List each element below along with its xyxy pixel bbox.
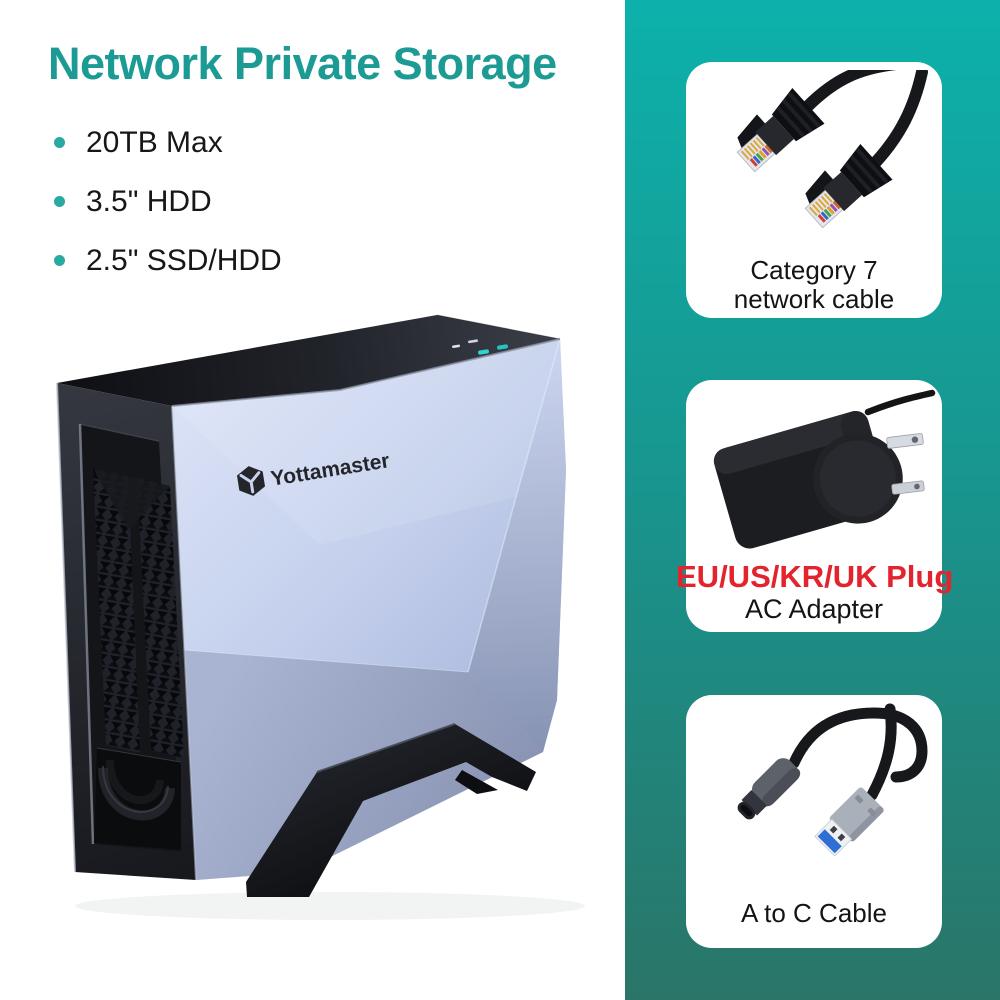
accessory-caption: Category 7 network cable [676, 256, 952, 314]
bullet-dot-icon [54, 196, 65, 207]
ethernet-cable-image [736, 70, 928, 229]
rj45-connector-icon [804, 143, 893, 229]
feature-label: 20TB Max [86, 126, 223, 159]
feature-label: 3.5" HDD [86, 185, 212, 218]
caption-line: network cable [733, 284, 895, 314]
power-adapter-icon [713, 411, 925, 549]
device-shadow [75, 892, 585, 920]
usb-a-connector-icon [814, 787, 884, 857]
bullet-dot-icon [54, 137, 65, 148]
caption-line: A to C Cable [741, 898, 887, 928]
front-vent-grille [93, 468, 184, 758]
accessory-caption: EU/US/KR/UK Plug AC Adapter [676, 559, 954, 625]
caption-line-plug-types: EU/US/KR/UK Plug [676, 559, 954, 594]
led-label-mark [468, 339, 479, 344]
device-stand [246, 723, 536, 897]
feature-item: 3.5" HDD [54, 185, 282, 218]
caption-line: Category 7 [750, 255, 878, 285]
feature-item: 20TB Max [54, 126, 282, 159]
cable-coil [94, 747, 182, 850]
status-leds [452, 339, 508, 355]
caption-line: AC Adapter [744, 594, 884, 624]
rj45-connector-icon [736, 87, 825, 173]
status-led-icon [478, 349, 489, 355]
usb-c-connector-icon [737, 758, 801, 820]
device-front-bezel [56, 382, 197, 881]
usb-cable-image [737, 703, 928, 857]
device-side-panel [172, 338, 566, 880]
device-illustration: Yottamaster [56, 314, 585, 920]
accessory-caption: A to C Cable [676, 899, 952, 928]
accessories-panel: Category 7 network cable [625, 0, 1000, 1000]
feature-item: 2.5" SSD/HDD [54, 244, 282, 277]
feature-label: 2.5" SSD/HDD [86, 244, 282, 277]
accessory-card-usb-cable: A to C Cable [686, 695, 942, 948]
accessory-card-network-cable: Category 7 network cable [686, 62, 942, 318]
device-top-face [57, 314, 561, 407]
led-label-mark [452, 344, 461, 349]
status-led-icon [497, 344, 508, 350]
bullet-dot-icon [54, 255, 65, 266]
accessory-card-ac-adapter: EU/US/KR/UK Plug AC Adapter [676, 380, 953, 632]
page-title: Network Private Storage [48, 38, 557, 89]
ac-adapter-image [713, 389, 936, 549]
feature-list: 20TB Max 3.5" HDD 2.5" SSD/HDD [54, 126, 282, 303]
